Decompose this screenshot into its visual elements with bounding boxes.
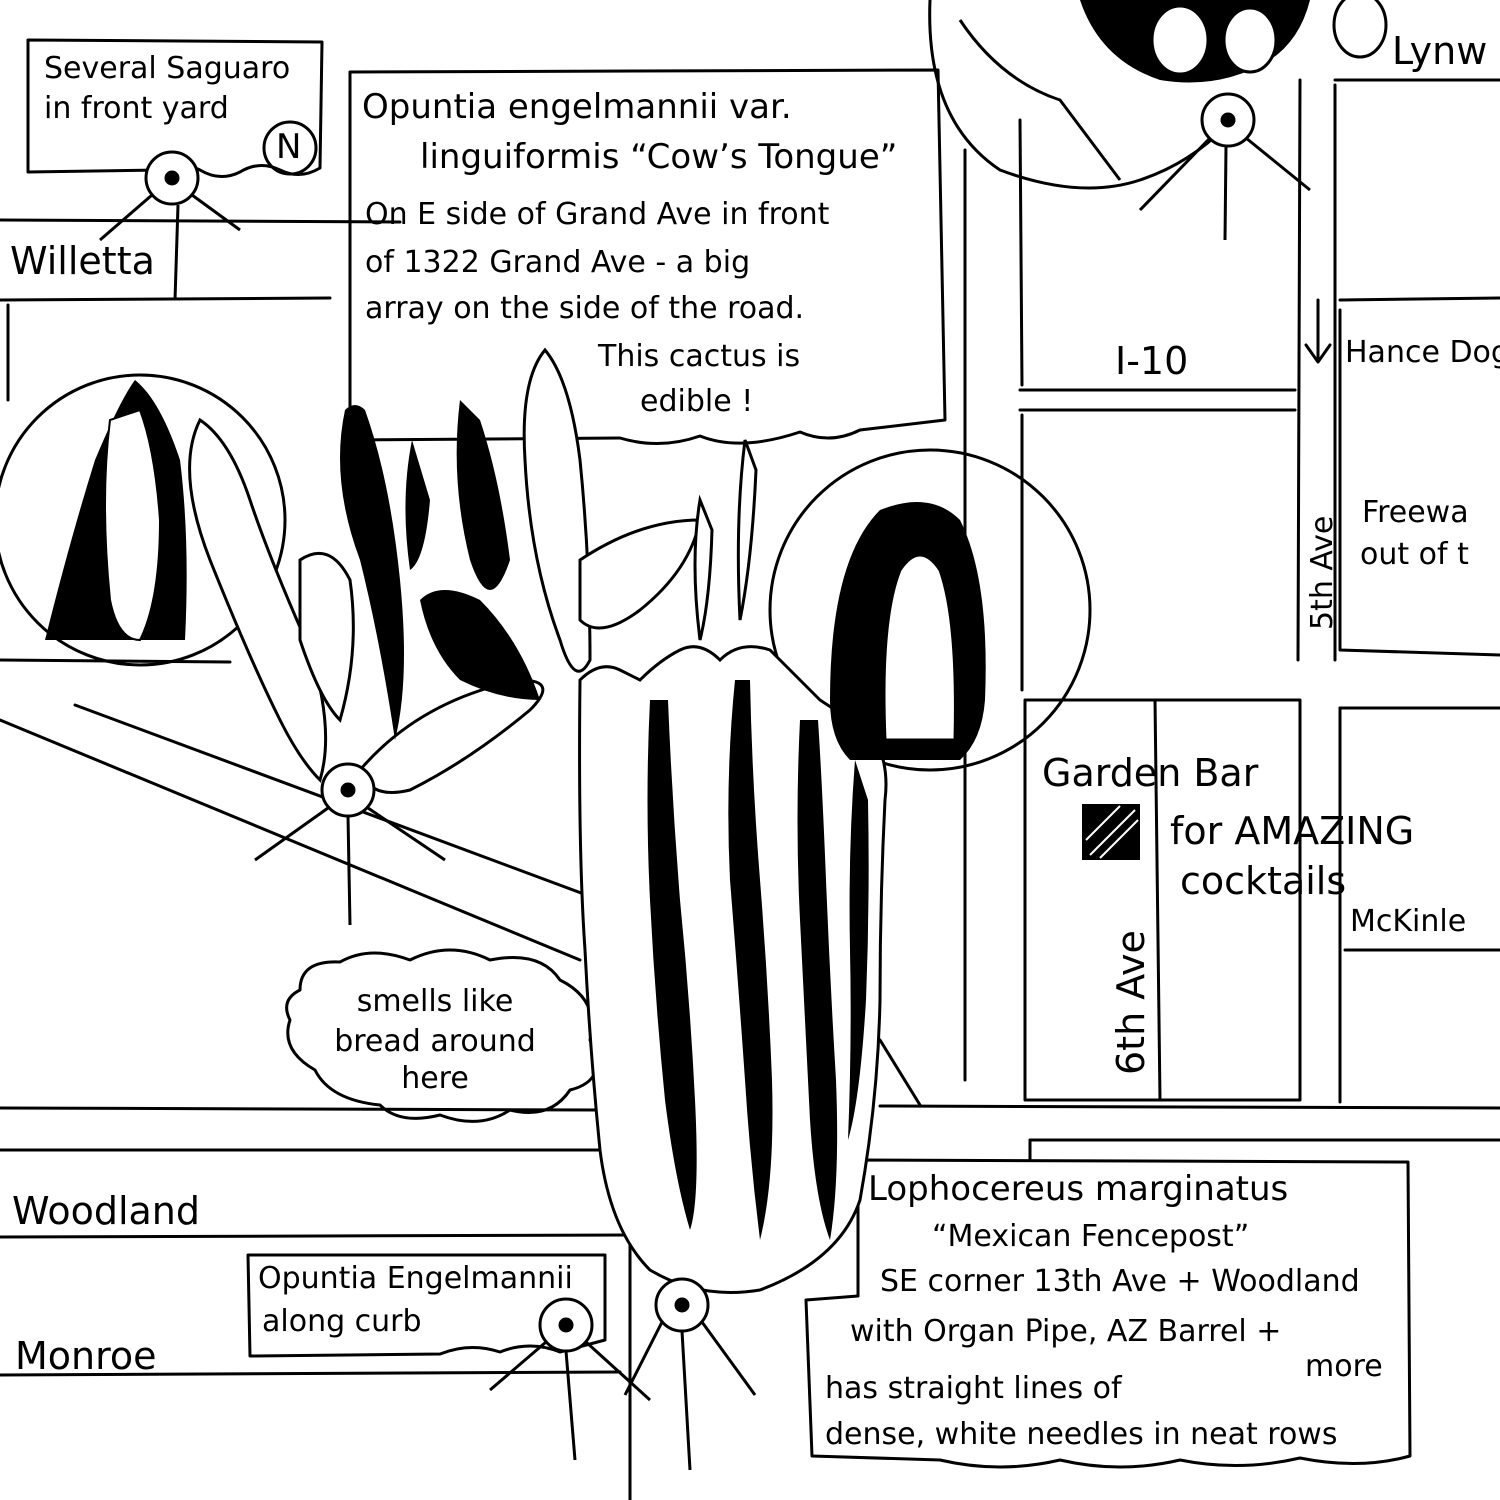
block-edge: [1338, 296, 1500, 302]
street-label-i10: I-10: [1115, 339, 1189, 383]
monroe-street-edge: [0, 1233, 632, 1239]
dark-pad: [405, 440, 430, 570]
garden-bar-desc-line-2: cocktails: [1180, 859, 1347, 903]
note-cows-tongue-line-4: of 1322 Grand Ave - a big: [365, 245, 751, 280]
street-label-sixth-ave: 6th Ave: [1109, 930, 1153, 1075]
note-cows-tongue-line-3: On E side of Grand Ave in front: [365, 197, 830, 232]
tall-spine: [736, 439, 758, 621]
map-pin: [558, 1317, 574, 1333]
note-freeway-line-1: Freewa: [1362, 495, 1469, 530]
dark-ridge: [797, 720, 838, 1240]
block-edge: [0, 658, 232, 664]
smells-cloud-line-1: smells like: [356, 984, 514, 1019]
note-saguaro-line-2: in front yard: [44, 91, 229, 126]
note-fencepost-line-2: “Mexican Fencepost”: [932, 1219, 1250, 1254]
note-saguaro-line-1: Several Saguaro: [44, 51, 291, 86]
note-fencepost-line-3: SE corner 13th Ave + Woodland: [880, 1264, 1360, 1299]
note-fencepost-line-5: more: [1305, 1349, 1383, 1384]
grand-ave-edge: [0, 718, 582, 962]
flower-closeup-inset: [928, 0, 1242, 190]
dark-ridge: [647, 700, 697, 1230]
cows-tongue-cactus: [188, 347, 702, 794]
fifth-ave-edge: [1296, 78, 1302, 662]
willetta-street-edge: [0, 296, 332, 302]
note-cows-tongue-line-7: edible !: [640, 384, 754, 419]
grand-ave-edge: [878, 1038, 922, 1107]
monroe-street-edge: [0, 1370, 622, 1377]
note-opuntia-curb-line-1: Opuntia Engelmannii: [258, 1261, 573, 1296]
note-cows-tongue-line-5: array on the side of the road.: [365, 291, 805, 326]
fencepost-cactus: [578, 439, 888, 1294]
block-edge: [1023, 698, 1302, 1102]
fencepost-note-box: [804, 1158, 1412, 1469]
smells-cloud-line-2: bread around: [334, 1024, 536, 1059]
street-label-woodland: Woodland: [12, 1189, 201, 1233]
dark-pad: [340, 405, 404, 740]
street-label-willetta: Willetta: [10, 239, 155, 283]
dark-cactus-pads: [340, 400, 540, 740]
woodland-street-edge: [0, 1106, 602, 1112]
note-fencepost-line-6: has straight lines of: [825, 1371, 1122, 1406]
note-fencepost-line-4: with Organ Pipe, AZ Barrel +: [850, 1314, 1282, 1349]
garden-bar-desc-line-1: for AMAZING: [1170, 809, 1415, 853]
opuntia-curb-note-box: [246, 1253, 607, 1358]
street-edge: [1018, 118, 1024, 387]
block-edge: [1338, 308, 1500, 657]
street-label-fifth-ave: 5th Ave: [1305, 515, 1340, 630]
smells-cloud-line-3: here: [401, 1061, 469, 1096]
street-label-hance: Hance Dog: [1345, 335, 1500, 370]
cactus-closeup-inset: [0, 373, 287, 667]
willetta-street-edge: [0, 218, 402, 224]
note-opuntia-curb-line-2: along curb: [262, 1304, 422, 1339]
street-label-mckinley: McKinle: [1350, 904, 1467, 939]
barrel-cactus: [830, 502, 986, 760]
map-pin: [674, 1297, 690, 1313]
tall-spine: [693, 494, 714, 641]
sixth-ave-edge: [1153, 698, 1162, 1102]
dark-pad: [456, 400, 510, 590]
north-marker: [262, 120, 318, 176]
dark-pad: [420, 590, 540, 700]
garden-bar-name: Garden Bar: [1042, 751, 1259, 795]
smells-cloud: [285, 948, 599, 1123]
street-label-monroe: Monroe: [15, 1334, 157, 1378]
note-cows-tongue-line-1: Opuntia engelmannii var.: [362, 87, 792, 127]
map-pin: [164, 170, 180, 186]
one-way-arrow: [1304, 298, 1332, 364]
note-freeway-line-2: out of t: [1360, 537, 1469, 572]
saguaro-closeup: [45, 380, 187, 642]
note-fencepost-line-1: Lophocereus marginatus: [868, 1169, 1289, 1209]
north-marker-label: N: [276, 127, 302, 167]
street-label-lynwood: Lynw: [1392, 29, 1488, 73]
flower-closeup: [958, 0, 1388, 181]
note-fencepost-line-7: dense, white needles in neat rows: [825, 1417, 1338, 1452]
barrel-closeup-inset: [768, 448, 1092, 772]
map-pin: [340, 782, 356, 798]
dark-ridge: [848, 760, 869, 1140]
note-cows-tongue-line-6: This cactus is: [598, 339, 801, 374]
map-pin: [1220, 112, 1236, 128]
woodland-street-edge: [878, 1104, 1500, 1110]
dark-ridge: [728, 680, 773, 1240]
location-pins: [99, 92, 1311, 1471]
note-cows-tongue-line-2: linguiformis “Cow’s Tongue”: [420, 137, 898, 177]
